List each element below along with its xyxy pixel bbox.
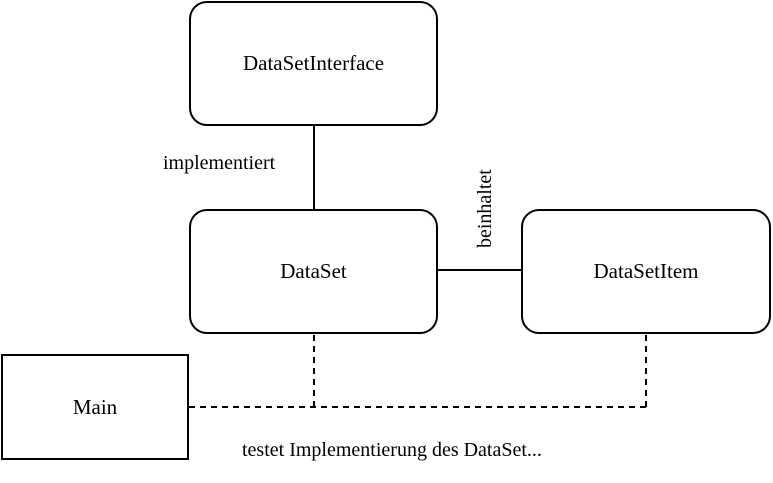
tests-connector [189, 334, 647, 408]
main-node: Main [1, 354, 189, 460]
datasetinterface-node-label: DataSetInterface [242, 51, 385, 75]
dataset-node-label: DataSet [280, 259, 347, 283]
datasetitem-node-label: DataSetItem [593, 259, 699, 283]
implements-label: implementiert [163, 152, 276, 174]
contains-label: beinhaltet [474, 169, 496, 248]
tests-label: testet Implementierung des DataSet... [242, 439, 542, 461]
datasetitem-node: DataSetItem [521, 209, 771, 334]
dataset-node: DataSet [189, 209, 438, 334]
main-node-label: Main [72, 394, 118, 419]
datasetinterface-node: DataSetInterface [189, 1, 438, 126]
